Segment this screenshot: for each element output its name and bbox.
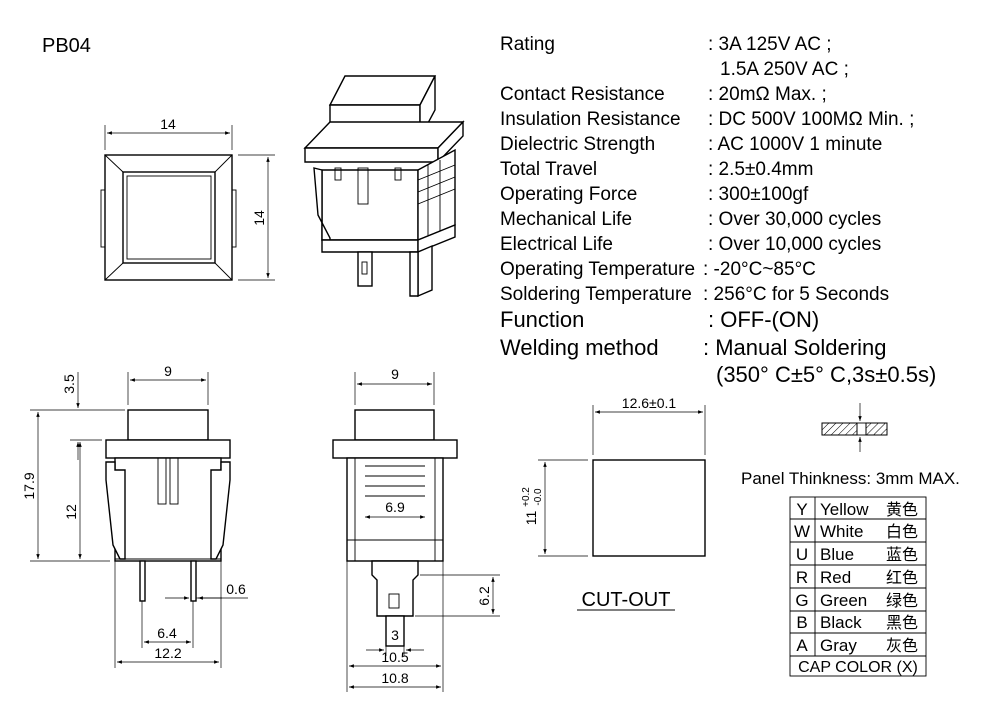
spec-value-insulation-resistance: : DC 500V 100MΩ Min. ; — [708, 109, 914, 130]
cap-color-footer: CAP COLOR (X) — [798, 659, 918, 676]
dim-side-base-width: 10.5 — [381, 649, 408, 665]
panel-thickness-text: Panel Thinkness: 3mm MAX. — [741, 469, 960, 488]
spec-value-operating-force: : 300±100gf — [708, 184, 809, 205]
color-name-cn: 灰色 — [886, 636, 918, 655]
color-name: Gray — [820, 636, 857, 655]
color-row: B Black 黑色 — [796, 613, 918, 632]
spec-value-welding-method: : Manual Soldering — [703, 335, 886, 360]
spec-label-insulation-resistance: Insulation Resistance — [500, 109, 681, 130]
spec-value-rating-2: 1.5A 250V AC ; — [720, 59, 849, 80]
color-code: Y — [796, 500, 807, 519]
dim-front-cap-width: 9 — [164, 363, 172, 379]
spec-label-operating-force: Operating Force — [500, 184, 637, 205]
spec-value-mechanical-life: : Over 30,000 cycles — [708, 209, 881, 230]
color-name: Green — [820, 591, 867, 610]
spec-label-operating-temperature: Operating Temperature — [500, 259, 695, 280]
color-code: B — [796, 613, 807, 632]
dim-side-total-width: 10.8 — [381, 670, 408, 686]
spec-value-function: : OFF-(ON) — [708, 307, 819, 332]
dim-cutout-tol-minus: -0.0 — [533, 488, 544, 506]
dim-cutout-tol-plus: +0.2 — [521, 487, 532, 507]
color-code: R — [796, 568, 808, 587]
dim-front-body-height: 12 — [63, 504, 79, 520]
spec-label-electrical-life: Electrical Life — [500, 234, 613, 255]
color-name-cn: 红色 — [886, 568, 918, 587]
color-name: Red — [820, 568, 851, 587]
spec-label-soldering-temperature: Soldering Temperature — [500, 284, 692, 305]
color-row: U Blue 蓝色 — [796, 545, 918, 564]
color-name-cn: 蓝色 — [886, 545, 918, 564]
dim-top-height: 14 — [251, 210, 267, 226]
cutout-view: 12.6±0.1 11 +0.2 -0.0 CUT-OUT — [521, 395, 706, 611]
spec-welding-detail: (350° C±5° C,3s±0.5s) — [716, 362, 936, 387]
dim-side-inner-width: 6.9 — [385, 499, 405, 515]
color-name-cn: 绿色 — [886, 591, 918, 610]
dim-side-cap-width: 9 — [391, 366, 399, 382]
dim-front-total-height: 17.9 — [21, 472, 37, 499]
spec-value-contact-resistance: : 20mΩ Max. ; — [708, 84, 827, 105]
color-code: U — [796, 545, 808, 564]
color-name: Black — [820, 613, 862, 632]
color-row: G Green 绿色 — [795, 591, 918, 610]
spec-label-mechanical-life: Mechanical Life — [500, 209, 632, 230]
spec-label-welding-method: Welding method — [500, 335, 659, 360]
dim-side-pin-width: 3 — [391, 627, 399, 643]
spec-value-total-travel: : 2.5±0.4mm — [708, 159, 813, 180]
color-code: G — [795, 591, 808, 610]
color-name: Yellow — [820, 500, 869, 519]
spec-label-dielectric-strength: Dielectric Strength — [500, 134, 655, 155]
panel-section: Panel Thinkness: 3mm MAX. — [741, 403, 960, 488]
front-view: 9 3.5 17.9 12 0.6 6.4 12.2 — [21, 363, 248, 668]
color-code: A — [796, 636, 808, 655]
spec-value-electrical-life: : Over 10,000 cycles — [708, 234, 881, 255]
cutout-label: CUT-OUT — [582, 589, 671, 611]
isometric-view — [303, 75, 465, 298]
spec-value-soldering-temperature: : 256°C for 5 Seconds — [703, 284, 889, 305]
spec-value-rating: : 3A 125V AC ; — [708, 34, 832, 55]
top-view: 14 14 — [100, 116, 275, 281]
dim-cutout-width: 12.6±0.1 — [622, 395, 677, 411]
color-row: R Red 红色 — [796, 568, 918, 587]
color-name: Blue — [820, 545, 854, 564]
color-row: A Gray 灰色 — [796, 636, 918, 655]
color-row: Y Yellow 黄色 — [796, 500, 918, 519]
color-name-cn: 白色 — [886, 522, 918, 541]
dim-front-pin-width: 0.6 — [226, 581, 246, 597]
dim-top-width: 14 — [160, 116, 176, 132]
spec-value-dielectric-strength: : AC 1000V 1 minute — [708, 134, 882, 155]
model-title: PB04 — [42, 35, 91, 57]
spec-label-rating: Rating — [500, 34, 555, 55]
color-name-cn: 黄色 — [886, 500, 918, 519]
dim-front-pin-pitch: 6.4 — [157, 625, 177, 641]
spec-label-total-travel: Total Travel — [500, 159, 597, 180]
cap-color-table: Y Yellow 黄色 W White 白色 U Blue 蓝色 R Red 红… — [789, 496, 927, 677]
spec-label-contact-resistance: Contact Resistance — [500, 84, 665, 105]
spec-label-function: Function — [500, 307, 584, 332]
spec-value-operating-temperature: : -20°C~85°C — [703, 259, 816, 280]
color-name-cn: 黑色 — [886, 613, 918, 632]
side-view: 9 6.9 6.2 3 10.5 10.8 — [332, 366, 500, 692]
dim-cutout-height: 11 — [523, 511, 539, 526]
dim-front-base-width: 12.2 — [154, 645, 181, 661]
dim-front-cap-height: 3.5 — [61, 374, 77, 394]
color-name: White — [820, 522, 863, 541]
color-code: W — [794, 522, 810, 541]
dim-side-pin-length: 6.2 — [476, 586, 492, 606]
color-row: W White 白色 — [794, 522, 918, 541]
spec-list: Rating : 3A 125V AC ; 1.5A 250V AC ; Con… — [500, 34, 936, 387]
